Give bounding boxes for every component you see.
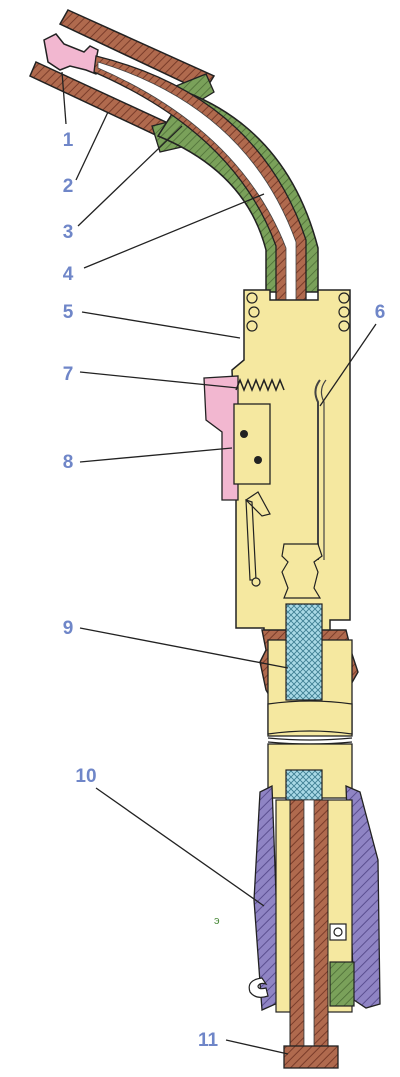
liner-connector bbox=[281, 543, 323, 599]
leader-4 bbox=[83, 193, 265, 269]
trigger-housing bbox=[203, 375, 239, 501]
lower-shaft bbox=[259, 603, 359, 829]
grip-assembly bbox=[248, 784, 381, 1069]
leader-7 bbox=[79, 371, 239, 389]
callout-label-1: 1 bbox=[63, 130, 74, 151]
callout-label-8: 8 bbox=[63, 452, 74, 473]
callout-label-5: 5 bbox=[63, 302, 74, 323]
top-screws bbox=[246, 292, 350, 332]
stray-mark: э bbox=[214, 915, 220, 927]
bent-neck bbox=[93, 55, 319, 613]
callout-label-9: 9 bbox=[63, 618, 74, 639]
leader-8 bbox=[79, 447, 233, 463]
set-screw-box bbox=[329, 923, 347, 941]
cable-core-right bbox=[313, 799, 329, 1051]
callout-label-11: 11 bbox=[198, 1030, 219, 1051]
handle-body bbox=[203, 289, 351, 635]
switch-pin-upper bbox=[240, 430, 248, 438]
lever-pivot bbox=[251, 577, 261, 587]
grip-left-wall bbox=[253, 784, 281, 1011]
callout-label-10: 10 bbox=[75, 766, 96, 787]
cable-center-channel bbox=[303, 799, 315, 1051]
shaft-break-upper bbox=[267, 737, 353, 741]
shaft-break-band bbox=[267, 700, 353, 735]
end-cap bbox=[283, 1045, 339, 1069]
set-screw bbox=[333, 927, 343, 937]
callout-label-3: 3 bbox=[63, 222, 74, 243]
leader-1 bbox=[61, 71, 67, 125]
trigger-spring bbox=[235, 377, 285, 393]
leader-6 bbox=[319, 323, 377, 407]
grip-green-insert bbox=[329, 961, 355, 1007]
leader-5 bbox=[81, 311, 241, 339]
leader-2 bbox=[75, 111, 109, 181]
leader-3 bbox=[77, 125, 183, 227]
inner-wire-2 bbox=[320, 379, 327, 560]
leader-9 bbox=[79, 627, 289, 669]
cable-clip bbox=[248, 977, 269, 998]
callout-label-6: 6 bbox=[375, 302, 386, 323]
callout-label-4: 4 bbox=[63, 264, 74, 285]
switch-pin-lower bbox=[254, 456, 262, 464]
hose-upper bbox=[285, 603, 323, 701]
callout-label-7: 7 bbox=[63, 364, 74, 385]
leader-10 bbox=[95, 787, 265, 907]
switch-block bbox=[233, 403, 271, 485]
leader-lines bbox=[61, 71, 377, 1055]
cable-core-left bbox=[289, 799, 305, 1051]
callout-labels: 1 2 3 4 5 6 7 8 9 10 11 bbox=[63, 130, 386, 1051]
leader-11 bbox=[225, 1039, 289, 1055]
callout-label-2: 2 bbox=[63, 176, 74, 197]
inner-wire bbox=[314, 379, 321, 560]
